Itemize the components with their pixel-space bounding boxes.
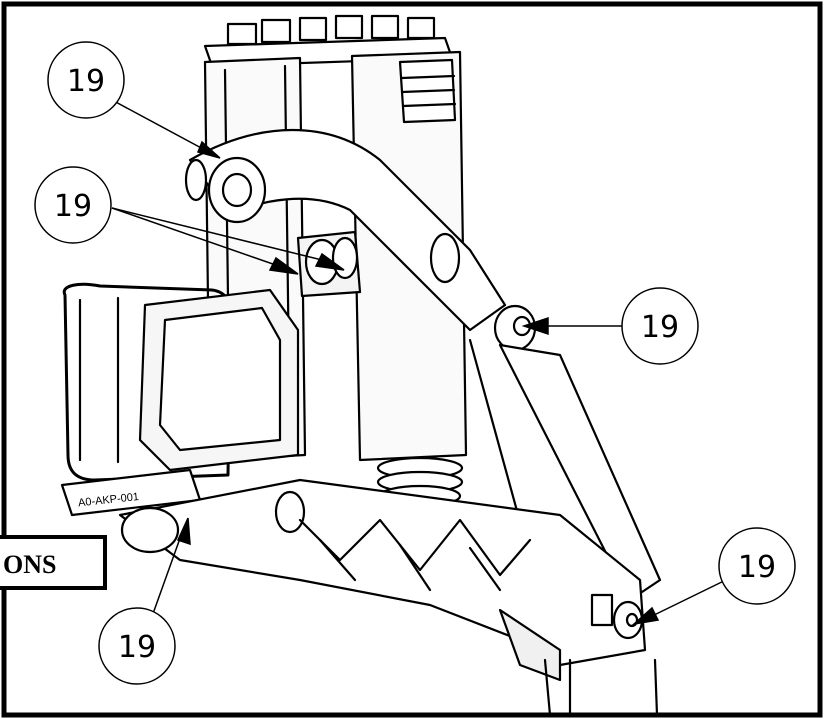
svg-text:19: 19 <box>67 64 105 99</box>
leader-c4 <box>149 529 184 623</box>
arrowhead-c2a <box>268 256 299 275</box>
section-label-box: ONS <box>0 535 107 590</box>
svg-text:19: 19 <box>738 550 776 585</box>
leader-c1 <box>111 99 206 151</box>
arrowhead-c1 <box>196 140 221 159</box>
arrowhead-c5 <box>631 606 660 626</box>
top-bolts <box>226 14 436 46</box>
arrowhead-c3 <box>521 316 549 336</box>
arrowhead-c4 <box>176 517 191 546</box>
assembly-drawing: A0-AKP-001 <box>60 14 662 717</box>
upper-arm <box>188 129 507 332</box>
leader-c2b <box>111 207 331 263</box>
svg-text:19: 19 <box>641 310 679 345</box>
leader-lines <box>111 99 733 626</box>
callout-19-right: 19 <box>621 287 699 365</box>
knob <box>429 232 461 284</box>
svg-text:19: 19 <box>118 630 156 665</box>
leader-c5 <box>647 576 733 619</box>
arrowhead-c2b <box>314 252 345 271</box>
leader-c2a <box>111 207 291 271</box>
lower-bushing <box>274 490 306 534</box>
lower-bracket <box>118 478 647 667</box>
callout-19-bottom-right: 19 <box>718 527 796 605</box>
link-rod <box>498 343 662 602</box>
section-label: ONS <box>3 550 56 579</box>
callout-19-mid-left: 19 <box>34 166 112 244</box>
callout-19-top-left: 19 <box>47 41 125 119</box>
svg-text:19: 19 <box>54 189 92 224</box>
callout-19-bottom-left: 19 <box>98 607 176 685</box>
